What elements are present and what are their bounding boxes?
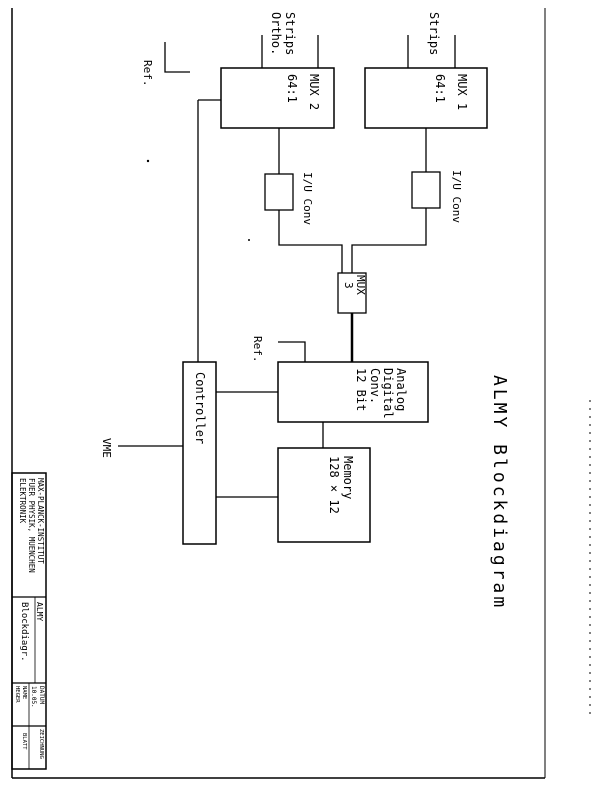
mux-3-number: 3 [342,282,355,289]
mux-2-block: MUX 2 64:1 [220,67,335,129]
date-value: 10.05. [30,686,37,708]
iu-conv-2-label: I/U Conv [301,172,314,225]
memory-line-2: 128 × 12 [327,456,341,514]
date-label: DATUM [38,686,45,704]
mux-2-label: MUX 2 [307,74,321,110]
mux-1-ratio: 64:1 [433,74,447,103]
ref-top-line [164,42,190,73]
name-value: HEGER [14,686,20,703]
mux-3-label: MUX [354,275,367,295]
adc-line-1: Analog [394,368,408,411]
ref-adc-label: Ref. [251,336,264,363]
adc-line-4: 12 Bit [354,368,368,411]
controller-label: Controller [193,372,207,444]
mux-3-block: MUX 3 [337,272,367,314]
mux-2-ratio: 64:1 [285,74,299,103]
diagram-title: ALMY Blockdiagram [489,375,510,610]
ref-top-label: Ref. [141,60,154,87]
strips-mux2-label: Strips [283,12,297,55]
drawing-name: Blockdiagr. [19,602,29,662]
blatt-label: BLATT [21,733,27,750]
stray-dot-1 [146,159,150,163]
iu-conv-1-box [411,171,441,209]
controller-block: Controller [182,361,217,545]
signal-wires [118,99,427,498]
iu-conv-1-label: I/U Conv [450,170,463,223]
adc-line-3: Conv. [368,368,382,404]
adc-line-2: Digital [381,368,395,419]
institute-line-3: ELEKTRONIK [18,478,27,524]
ortho-mux2-label: Ortho. [269,12,283,55]
stray-dot-2 [248,239,250,241]
project-name: ALMY [35,602,44,621]
mux-1-label: MUX 1 [455,74,469,110]
mux-1-block: MUX 1 64:1 [364,67,488,129]
zeichnung-label: ZEICHNUNG [38,729,44,759]
iu-conv-2-box [264,173,294,211]
adc-block: Analog Digital Conv. 12 Bit [277,361,429,423]
memory-block: Memory 128 × 12 [277,447,371,543]
institute-line-1: MAX-PLANCK-INSTITUT [36,478,45,564]
strip-input-lines [261,35,456,68]
name-label: NAME [21,686,27,699]
memory-line-1: Memory [341,456,355,499]
vme-label: VME [100,438,113,458]
institute-line-2: FUER PHYSIK, MUENCHEN [27,478,36,573]
strips-mux1-label: Strips [427,12,441,55]
title-block: MAX-PLANCK-INSTITUT FUER PHYSIK, MUENCHE… [11,472,47,770]
